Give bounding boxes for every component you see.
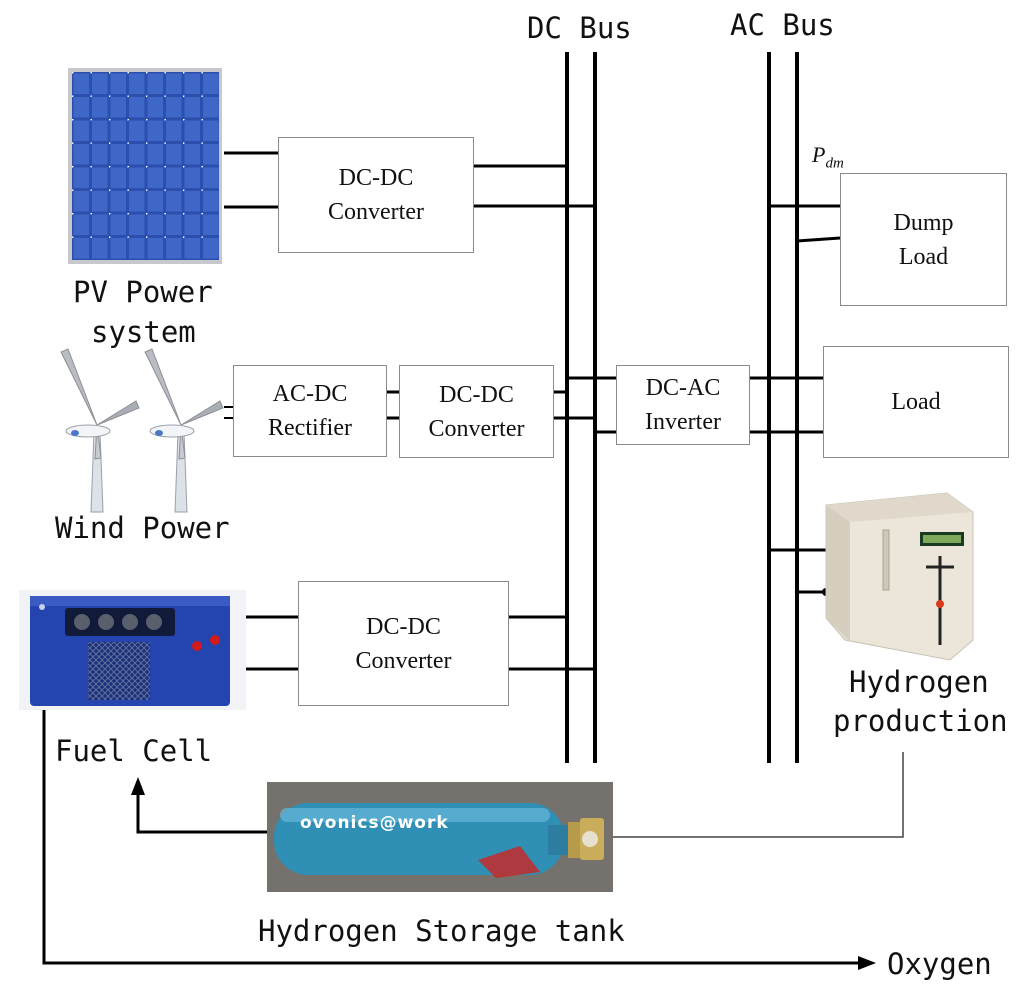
fuel-cell-image — [19, 590, 246, 710]
fuel-cell-label: Fuel Cell — [55, 734, 213, 768]
ac-bus-label: AC Bus — [730, 8, 835, 42]
arrow-fuelcell-to-oxygen — [42, 710, 860, 965]
wind-turbine-image — [60, 348, 140, 513]
dump-power-symbol: Pdm — [812, 142, 844, 172]
block-label-line: Converter — [328, 199, 424, 225]
wind-dc-dc-converter-block: DC-DC Converter — [399, 365, 554, 458]
hydrogen-storage-tank-label: Hydrogen Storage tank — [258, 914, 625, 948]
block-label-line: DC-DC — [439, 381, 514, 408]
block-label-line: DC-AC — [645, 375, 721, 401]
electrolyzer-image — [825, 492, 974, 661]
wind-power-label: Wind Power — [55, 511, 230, 545]
block-label-line: Converter — [355, 647, 452, 674]
hydrogen-production-label-line1: Hydrogen — [849, 665, 989, 699]
block-label-line: DC-DC — [338, 165, 414, 191]
oxygen-label: Oxygen — [887, 947, 992, 981]
pv-label-line1: PV Power — [73, 275, 213, 309]
fuel-cell-dc-dc-converter-block: DC-DC Converter — [298, 581, 509, 706]
arrow-tank-to-fuelcell — [136, 793, 272, 834]
wire-acbus-dumpload-bottom — [796, 236, 841, 243]
block-label-line: Converter — [428, 415, 525, 442]
block-label-line: Load — [891, 389, 941, 415]
block-label-line: DC-DC — [366, 613, 441, 640]
dump-power-subscript: dm — [825, 155, 844, 172]
load-block: Load — [823, 346, 1009, 458]
pv-label-line2: system — [91, 315, 196, 349]
hydrogen-production-label-line2: production — [833, 704, 1008, 738]
block-label-line: Load — [898, 243, 949, 270]
block-label-line: Rectifier — [268, 415, 352, 441]
dump-load-block: Dump Load — [840, 173, 1007, 306]
pipe-electrolyzer-to-tank — [612, 752, 904, 838]
wind-turbine-image — [144, 348, 224, 513]
dump-power-letter: P — [812, 142, 826, 167]
block-label-line: Dump — [893, 209, 954, 236]
ac-dc-rectifier-block: AC-DC Rectifier — [233, 365, 387, 457]
dc-bus-label: DC Bus — [527, 11, 632, 45]
dc-ac-inverter-block: DC-AC Inverter — [616, 365, 750, 445]
tank-brand-label: ovonics@work — [300, 813, 449, 833]
hydrogen-tank-image: ovonics@work — [267, 782, 613, 892]
arrow-head-fuelcell — [131, 777, 145, 795]
arrow-head-oxygen — [858, 956, 876, 970]
pv-dc-dc-converter-block: DC-DC Converter — [278, 137, 474, 253]
block-label-line: Inverter — [645, 409, 721, 435]
pv-panel-image — [68, 68, 222, 264]
block-label-line: AC-DC — [272, 381, 348, 407]
